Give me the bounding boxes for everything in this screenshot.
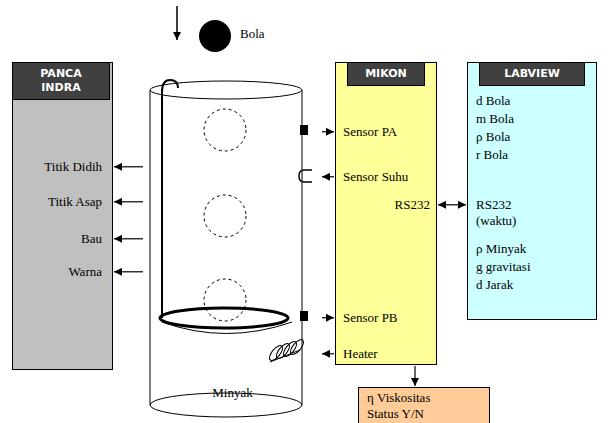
signal-arrow xyxy=(114,166,143,167)
item-label: RS232 (waktu) xyxy=(476,197,536,228)
heater-coil xyxy=(267,338,306,363)
item-label: d Jarak xyxy=(476,277,513,293)
item-label: ρ Bola xyxy=(476,129,510,145)
item-label: Status Y/N xyxy=(367,406,424,422)
hook-wire xyxy=(162,80,178,318)
item-label: ρ Minyak xyxy=(476,241,526,257)
panel-header: PANCA INDRA xyxy=(12,62,110,100)
panel-header: LABVIEW xyxy=(479,62,585,86)
signal-arrow xyxy=(114,271,143,272)
panel-header: MIKON xyxy=(347,62,425,86)
signal-arrow xyxy=(414,366,415,386)
cylinder-wall xyxy=(150,90,151,405)
signal-arrow xyxy=(114,201,143,202)
sensor-pb xyxy=(300,311,308,321)
oil-cylinder: Minyak xyxy=(144,82,321,418)
part-label: Bola xyxy=(240,26,265,42)
item-label: Sensor PA xyxy=(343,124,397,140)
sense-panel: PANCA INDRA Titik DidihTitik AsapBauWarna xyxy=(12,62,113,370)
item-label: m Bola xyxy=(476,111,514,127)
item-label: r Bola xyxy=(476,147,508,163)
signal-arrow xyxy=(322,317,334,318)
sensor-pa xyxy=(300,125,308,135)
signal-arrow xyxy=(322,176,334,177)
signal-arrow xyxy=(438,204,466,205)
signal-arrow xyxy=(322,353,334,354)
item-label: Sensor Suhu xyxy=(343,169,408,185)
signal-arrow xyxy=(322,131,334,132)
item-label: η Viskositas xyxy=(367,390,430,406)
cylinder-top xyxy=(150,81,302,99)
item-label: Minyak xyxy=(144,385,321,401)
output-box: η ViskositasStatus Y/N xyxy=(358,387,490,423)
ring-basket xyxy=(160,308,288,328)
item-label: g gravitasi xyxy=(476,259,531,275)
ball-path xyxy=(204,109,246,151)
cylinder-wall xyxy=(302,90,303,405)
item-label: Sensor PB xyxy=(343,310,398,326)
item-label: Titik Didih xyxy=(44,159,102,175)
microcontroller-panel: MIKON Sensor PA Sensor SuhuRS232Sensor PB H… xyxy=(335,62,437,365)
drop-arrow xyxy=(176,6,178,40)
item-label: Bau xyxy=(81,231,102,247)
ball xyxy=(199,20,231,52)
temp-sensor xyxy=(299,170,312,182)
ball-path xyxy=(204,195,246,237)
signal-arrow xyxy=(114,238,143,239)
item-label: Warna xyxy=(68,264,102,280)
cylinder-body xyxy=(150,90,302,405)
item-label: Titik Asap xyxy=(48,194,102,210)
item-label: Heater xyxy=(343,346,378,362)
ball-path xyxy=(204,279,246,321)
labview-panel: LABVIEW d Bola m Bola ρ Bola r BolaRS232 (wa… xyxy=(467,62,597,320)
item-label: d Bola xyxy=(476,93,510,109)
item-label: RS232 xyxy=(395,197,430,213)
